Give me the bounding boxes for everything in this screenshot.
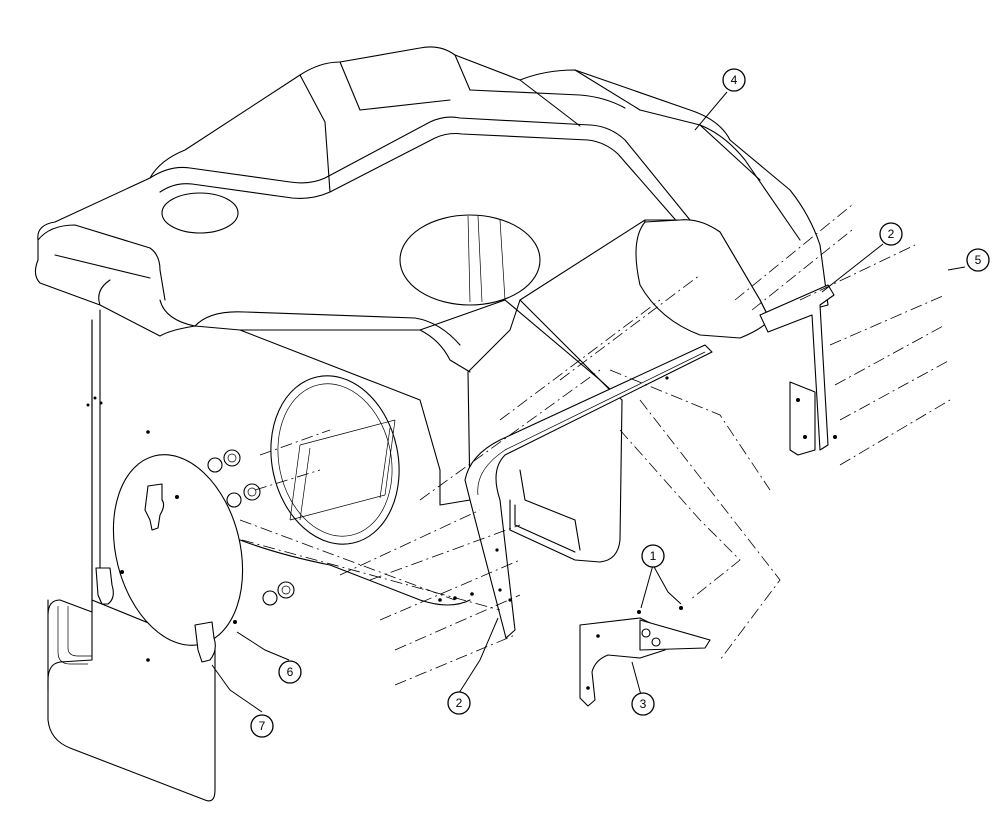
- alignment-centerlines: [239, 204, 951, 686]
- callout-1: 1: [641, 544, 665, 568]
- callout-7: 7: [250, 714, 274, 738]
- callout-2-lower: 2: [447, 691, 471, 715]
- svg-text:7: 7: [259, 719, 266, 733]
- side-trim-upper: [759, 284, 837, 456]
- callout-3: 3: [631, 692, 655, 716]
- mounting-bracket: [579, 606, 711, 707]
- svg-text:3: 3: [640, 697, 647, 711]
- callout-5: 5: [966, 248, 990, 272]
- svg-text:4: 4: [731, 73, 738, 87]
- hood-shroud: [34, 46, 829, 802]
- svg-text:1: 1: [650, 549, 657, 563]
- grommets: [207, 449, 295, 606]
- svg-text:5: 5: [975, 253, 982, 267]
- side-trim-lower: [464, 344, 713, 639]
- callout-4: 4: [722, 68, 746, 92]
- svg-text:2: 2: [888, 227, 895, 241]
- leader-lines: [211, 91, 966, 713]
- callout-6: 6: [278, 660, 302, 684]
- callout-2-upper: 2: [879, 222, 903, 246]
- svg-text:2: 2: [456, 696, 463, 710]
- svg-text:6: 6: [287, 665, 294, 679]
- round-cover-plate: [95, 454, 244, 663]
